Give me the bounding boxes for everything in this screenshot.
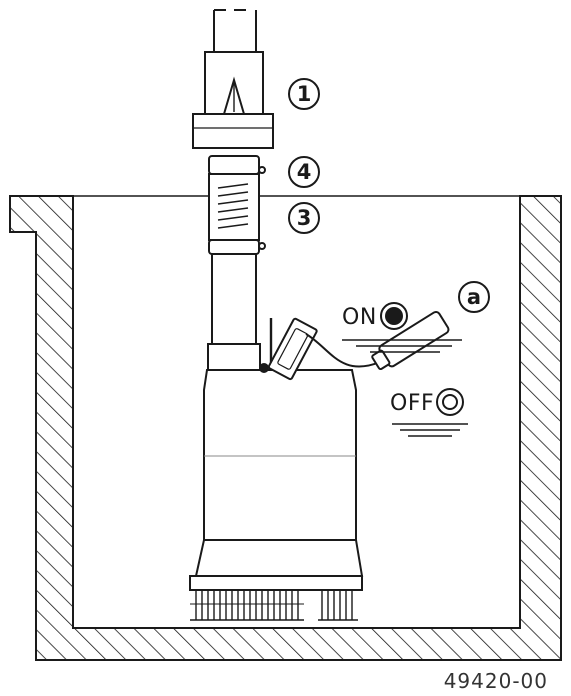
float-cable	[305, 333, 381, 368]
hose-stub	[213, 10, 257, 52]
on-water-level	[342, 339, 462, 353]
callout-1: 1	[288, 78, 320, 110]
pump-base-plate	[189, 575, 363, 591]
svg-text:3: 3	[297, 206, 312, 230]
svg-text:1: 1	[297, 82, 312, 106]
pump-base-flare	[194, 539, 364, 577]
callout-a: a	[458, 281, 490, 313]
pump	[189, 369, 364, 621]
riser-pipe	[211, 253, 257, 345]
strainer-slots	[190, 590, 358, 621]
off-indicator-inner	[442, 394, 458, 410]
off-label: OFF	[390, 391, 434, 416]
hose-section	[208, 173, 260, 241]
svg-text:4: 4	[297, 160, 312, 184]
pit-inner-outline	[72, 196, 521, 629]
pump-housing	[203, 369, 357, 541]
discharge-pipe	[192, 9, 274, 371]
lower-clamp	[208, 239, 260, 255]
clamp-collar	[208, 155, 260, 175]
reference-number: 49420-00	[444, 669, 548, 693]
on-indicator-dot	[385, 307, 403, 325]
callout-3: 3	[288, 202, 320, 234]
switch-holder	[267, 317, 318, 381]
union-nut	[192, 113, 274, 149]
callout-4: 4	[288, 156, 320, 188]
off-water-level	[392, 423, 468, 437]
on-label: ON	[342, 305, 377, 330]
riser-coupling	[207, 343, 261, 371]
svg-text:a: a	[467, 285, 481, 309]
